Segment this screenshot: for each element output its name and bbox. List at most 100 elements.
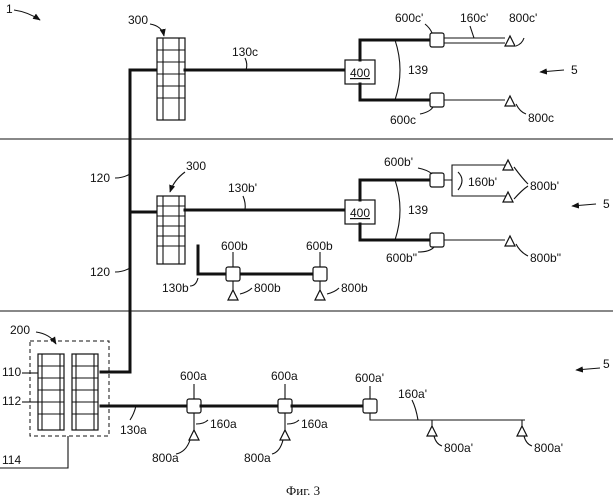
lead-120-bot xyxy=(115,268,130,272)
label-800b-left: 800b xyxy=(254,281,281,295)
device-800a-2 xyxy=(280,430,290,440)
lead-800b-prime-a xyxy=(514,167,528,184)
arrow-300-top xyxy=(150,24,164,36)
device-800a-1 xyxy=(189,430,199,440)
lead-130b xyxy=(190,278,198,286)
label-300-mid: 300 xyxy=(186,159,206,173)
arc-160b-prime xyxy=(458,172,462,190)
device-800b-left xyxy=(228,290,238,300)
label-139-mid: 139 xyxy=(408,203,428,217)
figure-caption: Фиг. 3 xyxy=(286,483,320,498)
label-130b-prime: 130b' xyxy=(228,181,257,195)
arrow-5-mid xyxy=(572,204,596,206)
device-800b-dprime xyxy=(505,236,515,246)
outlet-600b-prime xyxy=(430,173,444,187)
lead-800a-prime-1 xyxy=(434,436,442,446)
label-600b-dprime: 600b" xyxy=(386,251,417,265)
outlet-600a-2 xyxy=(278,399,292,413)
outlet-600a-1 xyxy=(187,399,201,413)
label-160a-2: 160a xyxy=(301,417,328,431)
arrow-200 xyxy=(36,332,56,344)
label-600b-left: 600b xyxy=(221,239,248,253)
label-600b-right: 600b xyxy=(306,239,333,253)
branch-top-lower xyxy=(360,84,430,100)
label-800b-dprime: 800b" xyxy=(530,251,561,265)
lead-800b-dprime xyxy=(516,244,528,256)
arrow-1 xyxy=(14,10,40,20)
lead-120-top xyxy=(115,174,130,178)
branch-mid-lower xyxy=(360,224,430,240)
lead-800b-left xyxy=(240,288,252,294)
lead-800b-prime-b xyxy=(514,186,528,199)
cable-160a-prime xyxy=(370,413,525,420)
label-130b: 130b xyxy=(162,281,189,295)
label-800b-right: 800b xyxy=(341,281,368,295)
rack-left xyxy=(38,354,64,430)
cable-160c-prime xyxy=(444,38,505,43)
label-112: 112 xyxy=(2,394,21,408)
label-800b-prime: 800b' xyxy=(530,179,559,193)
outlet-600b-dprime xyxy=(430,233,444,247)
switch-300-mid xyxy=(157,196,185,264)
label-114: 114 xyxy=(2,453,21,467)
arc-139-mid xyxy=(395,180,400,240)
cable-130b xyxy=(198,246,315,274)
label-800a-prime-1: 800a' xyxy=(444,441,473,455)
device-800c xyxy=(505,96,515,106)
arrow-5-bot xyxy=(576,368,600,370)
outlet-600c-prime xyxy=(430,33,444,47)
arc-139-top xyxy=(395,40,400,100)
label-600c: 600c xyxy=(390,113,416,127)
lead-130c xyxy=(245,58,247,70)
lead-130b-prime xyxy=(243,196,245,210)
outlet-600b-left xyxy=(226,267,240,281)
label-130a: 130a xyxy=(120,423,147,437)
device-800b-prime-lower xyxy=(503,192,513,202)
label-139-top: 139 xyxy=(408,63,428,77)
label-600a-1: 600a xyxy=(180,369,207,383)
rack-right xyxy=(72,354,98,430)
lead-160a-1 xyxy=(196,420,208,424)
label-800a-prime-2: 800a' xyxy=(534,441,563,455)
lead-800c-prime xyxy=(516,38,524,46)
label-800c: 800c xyxy=(528,111,554,125)
branch-mid-upper xyxy=(360,180,430,200)
device-800a-prime-2 xyxy=(517,426,527,436)
arrow-300-mid xyxy=(170,172,185,192)
label-400-top: 400 xyxy=(350,66,370,80)
label-5-top: 5 xyxy=(571,63,578,77)
lead-600c xyxy=(420,107,433,114)
lead-800a-2 xyxy=(272,440,283,454)
label-130c: 130c xyxy=(232,45,258,59)
label-800a-1: 800a xyxy=(152,451,179,465)
branch-top-upper xyxy=(360,40,430,60)
lead-600b-dprime xyxy=(418,247,434,252)
label-160b-prime: 160b' xyxy=(468,175,497,189)
riser-120 xyxy=(101,70,157,372)
label-5-mid: 5 xyxy=(603,197,610,211)
lead-160a-prime xyxy=(412,400,418,420)
label-400-mid: 400 xyxy=(350,206,370,220)
switch-300-top xyxy=(157,38,185,120)
label-160a-1: 160a xyxy=(210,417,237,431)
lead-800b-right xyxy=(327,288,339,294)
label-1: 1 xyxy=(6,2,13,16)
outlet-600a-prime xyxy=(363,399,377,413)
arrow-5-top xyxy=(540,70,564,72)
lead-800a-prime-2 xyxy=(524,436,532,446)
lead-800c xyxy=(516,104,526,114)
lead-160c-prime xyxy=(470,26,474,38)
outlet-600b-right xyxy=(313,267,327,281)
label-160c-prime: 160c' xyxy=(460,11,488,25)
label-160a-prime: 160a' xyxy=(398,387,427,401)
label-300-top: 300 xyxy=(128,13,148,27)
outlet-600c xyxy=(430,93,444,107)
label-800c-prime: 800c' xyxy=(509,11,537,25)
device-800c-prime xyxy=(505,36,515,46)
label-600a-prime: 600a' xyxy=(355,371,384,385)
device-800a-prime-1 xyxy=(427,426,437,436)
label-800a-2: 800a xyxy=(244,451,271,465)
label-600b-prime: 600b' xyxy=(384,155,413,169)
label-120-top: 120 xyxy=(90,171,110,185)
